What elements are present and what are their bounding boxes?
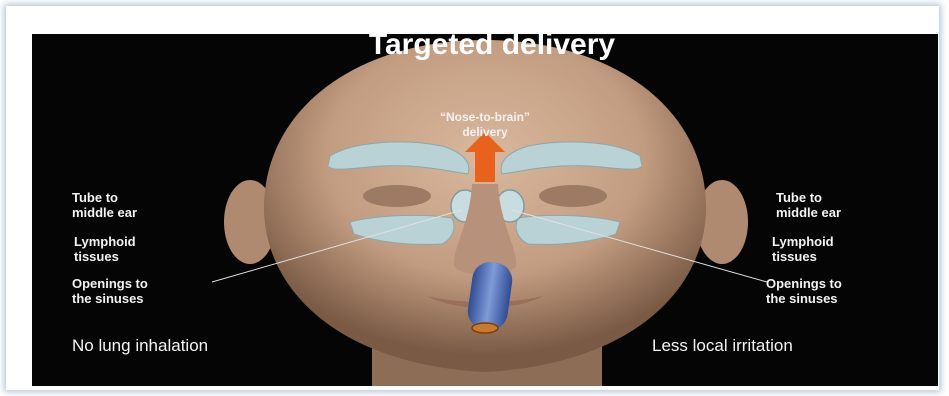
right-label-openings: Openings to the sinuses — [766, 276, 842, 306]
left-label-openings: Openings to the sinuses — [72, 276, 148, 306]
slide-frame: Targeted delivery “Nose-to-brain” delive… — [6, 6, 939, 390]
left-eye — [363, 185, 431, 207]
bottom-right-caption: Less local irritation — [652, 338, 793, 353]
left-label-lymphoid: Lymphoid tissues — [74, 234, 136, 264]
device-tip — [472, 323, 498, 333]
slide-title: Targeted delivery — [242, 34, 742, 62]
right-label-lymphoid: Lymphoid tissues — [772, 234, 834, 264]
slide: Targeted delivery “Nose-to-brain” delive… — [32, 34, 938, 386]
right-eye — [539, 185, 607, 207]
left-label-tube: Tube to middle ear — [72, 190, 137, 220]
right-label-tube: Tube to middle ear — [776, 190, 841, 220]
bottom-left-caption: No lung inhalation — [72, 338, 208, 353]
nose-to-brain-caption: “Nose-to-brain” delivery — [385, 110, 585, 140]
